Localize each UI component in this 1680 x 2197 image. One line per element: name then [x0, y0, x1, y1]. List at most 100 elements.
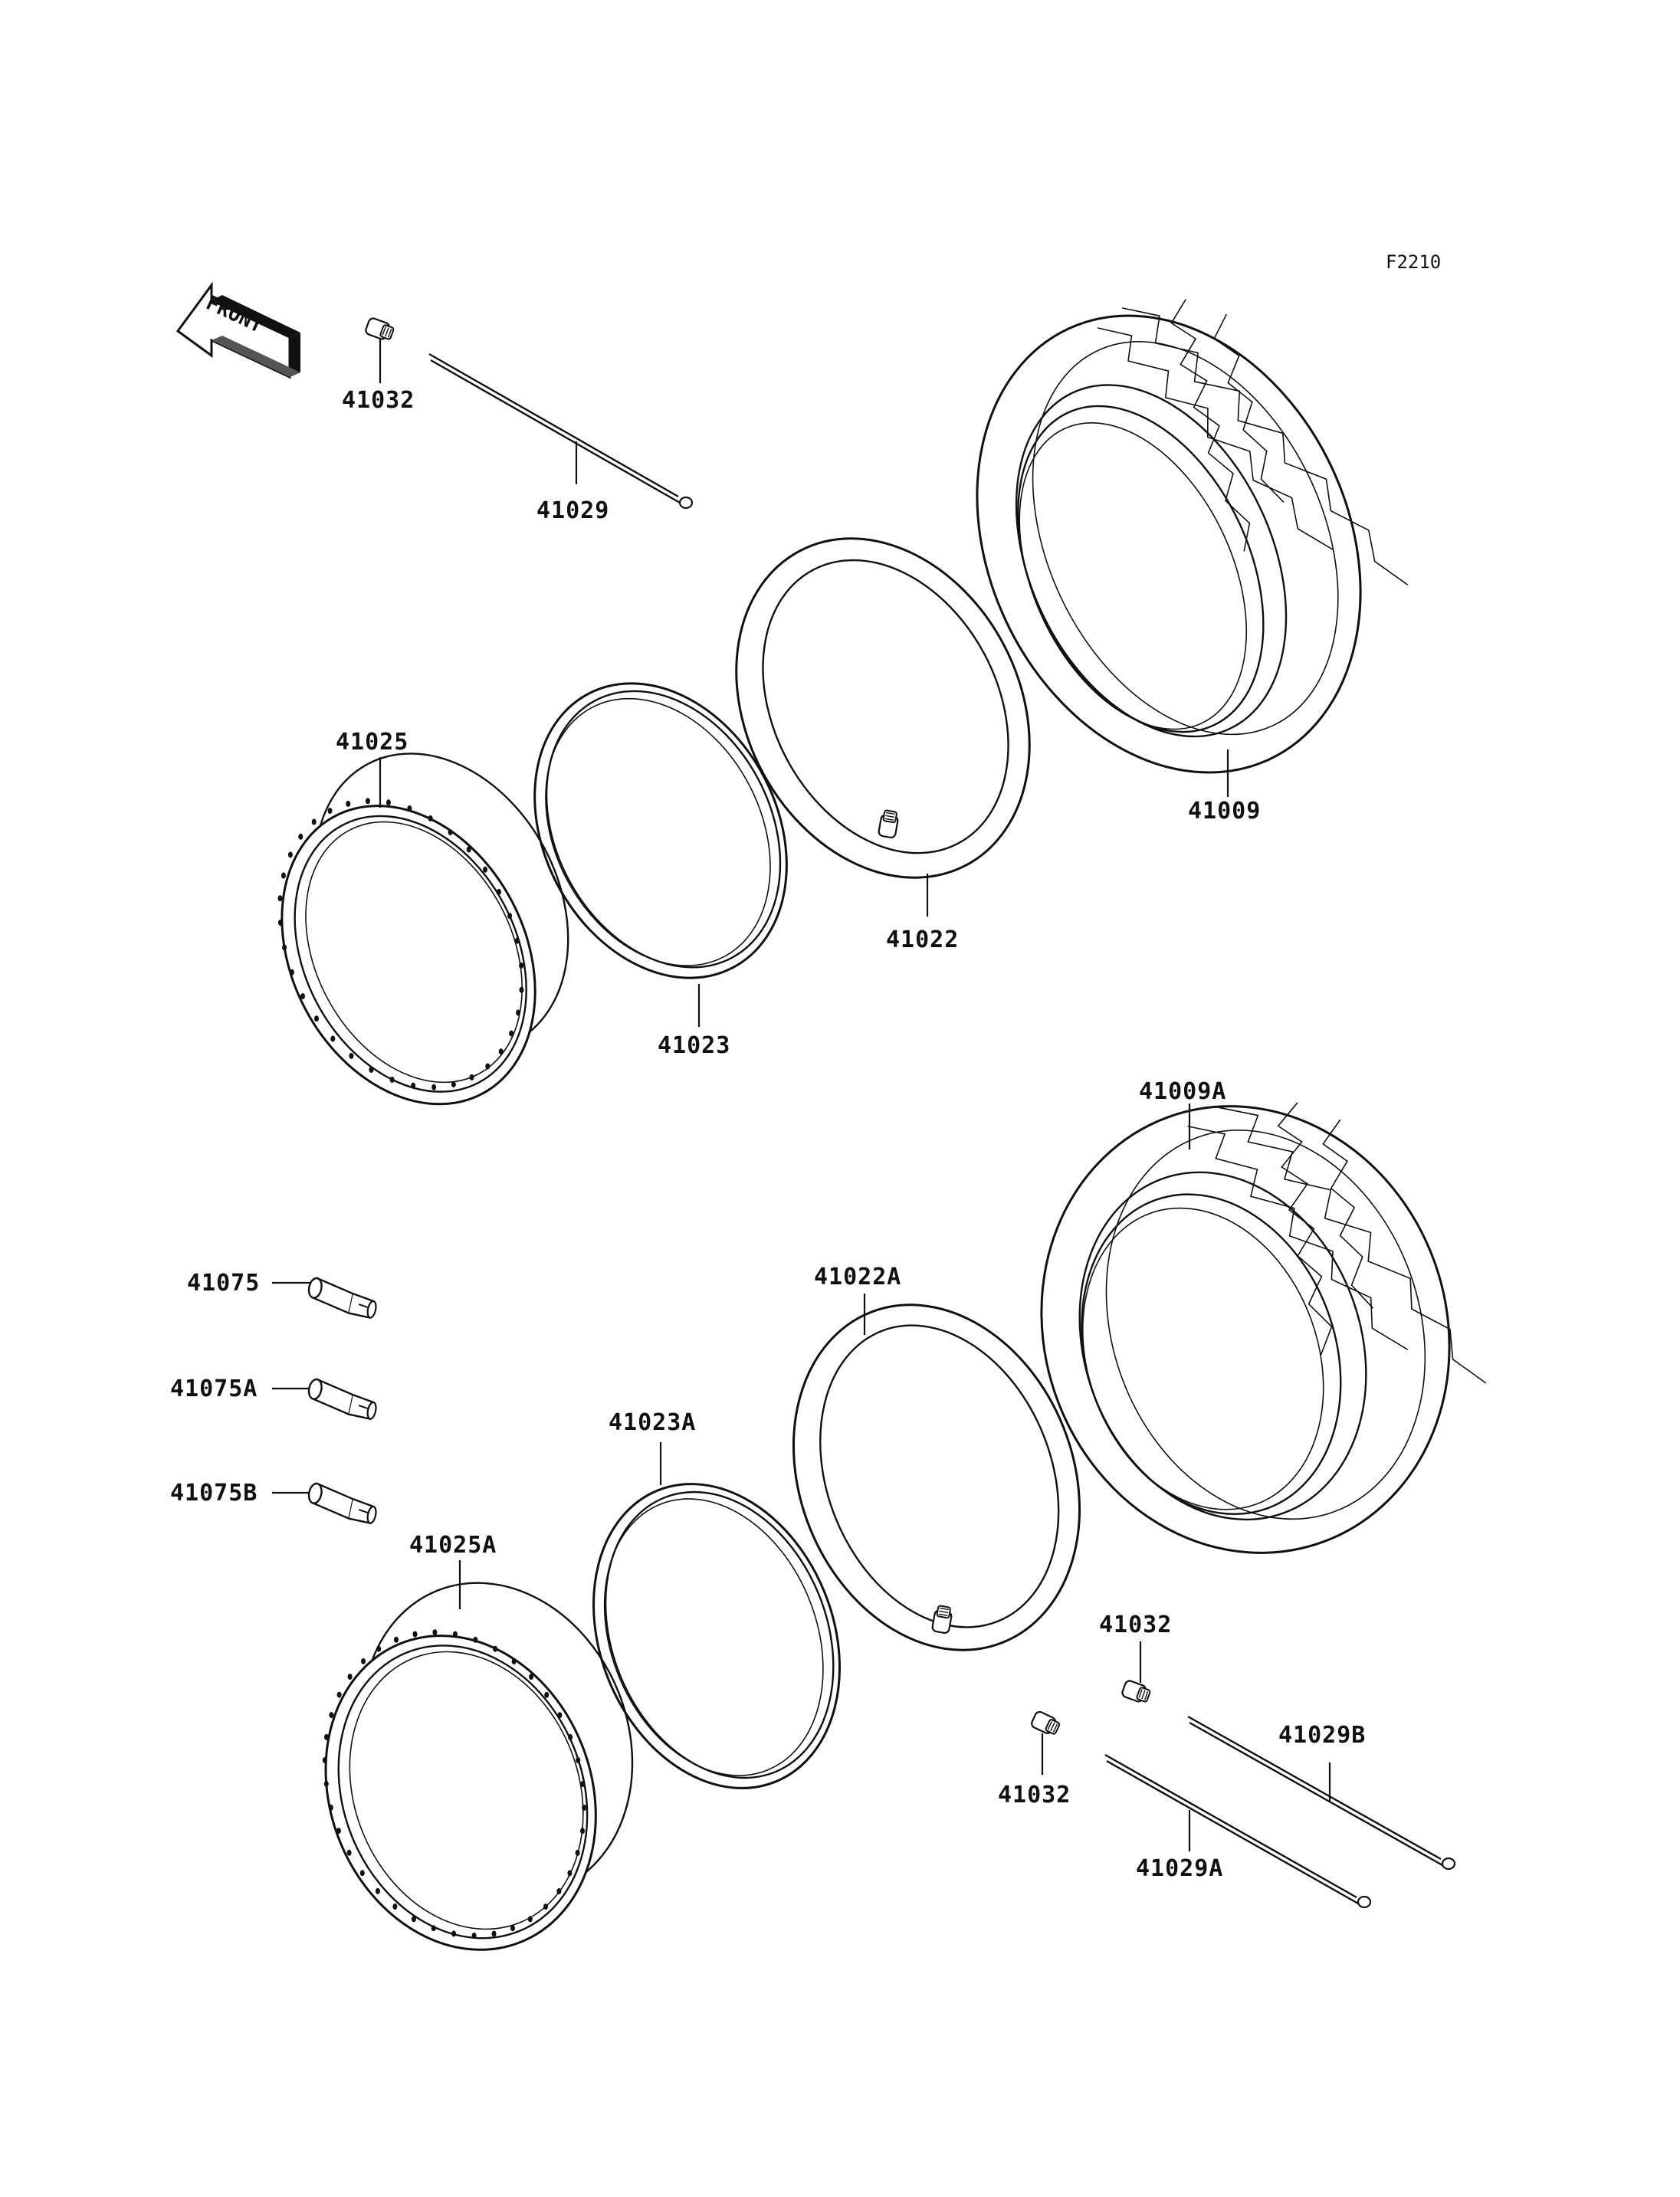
spoke-hole [349, 1052, 354, 1059]
spoke-hole [389, 1077, 395, 1083]
front-direction-arrow: FRONT [176, 281, 300, 379]
spoke-hole [328, 1804, 333, 1811]
spoke-hole [451, 1930, 457, 1937]
spoke-hole [568, 1733, 573, 1740]
spoke-hole [507, 913, 513, 920]
label-41025A: 41025A [409, 1532, 497, 1559]
spoke-hole [466, 846, 471, 853]
spoke-hole [576, 1757, 581, 1764]
spoke-hole [300, 993, 305, 1000]
label-41029B: 41029B [1278, 1722, 1366, 1749]
spoke-hole [282, 944, 287, 951]
spoke-hole [411, 1082, 416, 1089]
rim-holes-41025 [277, 798, 524, 1090]
label-41022A: 41022A [814, 1264, 901, 1290]
spoke-hole [452, 1631, 458, 1638]
spoke-hole [277, 895, 283, 902]
label-41023A: 41023A [609, 1409, 696, 1436]
spoke-hole [431, 1925, 436, 1932]
spoke-hole [365, 798, 370, 805]
spoke-hole [359, 1870, 365, 1877]
spoke-hole [347, 1674, 353, 1680]
spoke-hole [471, 1932, 477, 1939]
figure-code: F2210 [1386, 251, 1441, 273]
label-41023: 41023 [658, 1032, 730, 1059]
spoke-hole [411, 1916, 416, 1923]
tube-41022A [792, 1303, 1081, 1651]
spoke-hole [514, 937, 520, 944]
spoke-hole [298, 833, 304, 840]
rim-holes-41025A [322, 1629, 587, 1939]
spoke-hole [336, 1828, 341, 1835]
spoke-hole [543, 1904, 548, 1910]
spoke-hole [324, 1733, 329, 1740]
spoke-hole [287, 851, 293, 858]
rim-band-41023 [533, 682, 788, 979]
label-41032-right: 41032 [1099, 1612, 1172, 1638]
spoke-hole [412, 1631, 418, 1638]
spoke-hole [392, 1904, 398, 1910]
spoke-hole [277, 920, 283, 926]
spoke-41029 [428, 353, 694, 510]
spoke-hole [361, 1658, 366, 1664]
spoke-hole [497, 888, 501, 895]
spoke-hole [582, 1805, 587, 1811]
spoke-hole [556, 1888, 562, 1894]
spoke-hole [498, 1048, 504, 1055]
spoke-hole [491, 1930, 497, 1937]
spoke-hole [580, 1781, 586, 1788]
spoke-hole [376, 1645, 382, 1652]
label-41075: 41075 [187, 1270, 260, 1297]
tire-41009A [1040, 1102, 1487, 1554]
spoke-hole [311, 818, 317, 825]
spoke-hole [314, 1015, 319, 1022]
label-41025: 41025 [336, 729, 409, 756]
spoke-hole [323, 1780, 329, 1787]
spoke-hole [580, 1828, 585, 1835]
spoke-hole [544, 1691, 550, 1698]
spoke-hole [567, 1870, 573, 1877]
spoke-hole [346, 1849, 352, 1856]
spoke-hole [493, 1645, 498, 1652]
balance-weight-41075 [304, 1276, 381, 1320]
spoke-hole [386, 799, 391, 806]
spoke-hole [575, 1849, 580, 1856]
spoke-hole [330, 1035, 336, 1042]
rim-band-41023A [592, 1483, 841, 1789]
spoke-hole [336, 1691, 342, 1698]
spoke-hole [289, 969, 294, 976]
spoke-hole [511, 1658, 517, 1664]
spoke-hole [483, 866, 487, 873]
tube-41022 [735, 537, 1031, 879]
rim-41025A [324, 1582, 634, 1951]
spoke-hole [329, 1712, 334, 1719]
balance-weight-41075B [304, 1481, 381, 1525]
spoke-hole [346, 800, 351, 807]
spoke-hole [485, 1063, 491, 1070]
spoke-hole [431, 1084, 437, 1090]
spoke-41029A [1104, 1753, 1372, 1909]
label-41075B: 41075B [170, 1480, 258, 1507]
valve-41032-top [363, 316, 396, 343]
label-41075A: 41075A [170, 1376, 258, 1402]
spoke-hole [527, 1916, 533, 1923]
label-41032-mid: 41032 [998, 1782, 1071, 1808]
spoke-hole [281, 872, 286, 879]
spoke-hole [519, 962, 524, 969]
spoke-41029B [1187, 1715, 1456, 1871]
spoke-hole [557, 1712, 563, 1719]
spoke-hole [448, 829, 453, 836]
spoke-hole [510, 1925, 515, 1932]
balance-weight-41075A [304, 1377, 381, 1421]
spoke-hole [394, 1636, 399, 1643]
spoke-hole [473, 1636, 478, 1643]
spoke-hole [375, 1887, 380, 1894]
spoke-hole [516, 1009, 521, 1016]
spoke-hole [469, 1074, 474, 1080]
tire-41009 [976, 299, 1409, 774]
spoke-hole [509, 1030, 514, 1037]
label-41009: 41009 [1188, 798, 1261, 825]
spoke-hole [529, 1674, 534, 1681]
spoke-hole [327, 808, 333, 815]
label-41029A: 41029A [1136, 1855, 1223, 1882]
